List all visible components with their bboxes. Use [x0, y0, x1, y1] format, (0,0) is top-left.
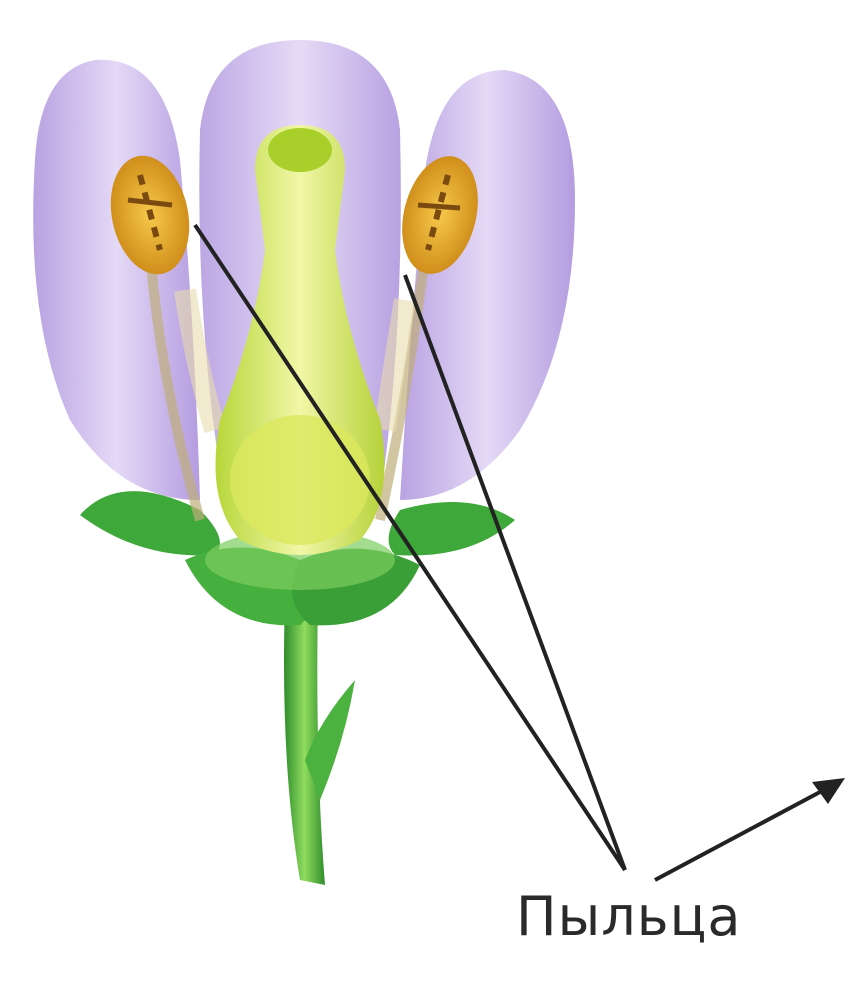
arrow-icon	[655, 778, 845, 880]
pollen-label: Пыльца	[516, 885, 741, 948]
stem	[284, 600, 355, 885]
